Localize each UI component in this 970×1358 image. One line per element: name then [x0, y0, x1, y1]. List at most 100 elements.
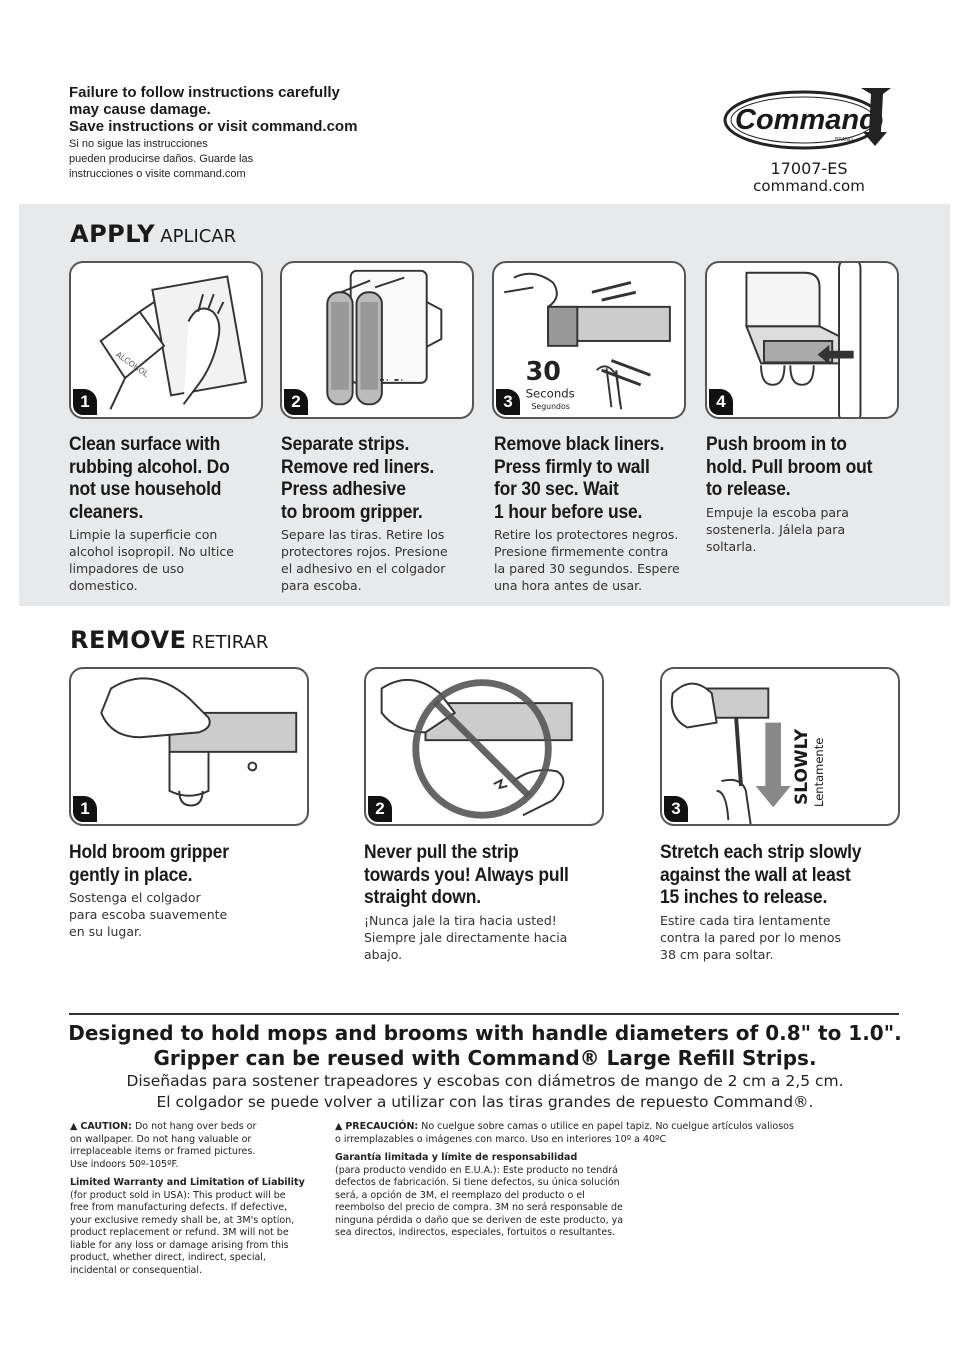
- step-instruction-en: Push broom in to hold. Pull broom out to…: [706, 434, 890, 502]
- instruction-line: cleaners.: [69, 501, 144, 523]
- remove-step-2-text: Never pull the strip towards you! Always…: [364, 842, 614, 963]
- slowly-label: SLOWLY: [792, 728, 812, 805]
- step-number-badge: 3: [664, 796, 688, 822]
- step-instruction-es: Estire cada tira lentamente contra la pa…: [660, 912, 910, 963]
- logo-wordmark: Command: [735, 104, 878, 136]
- down-arrow-icon: [755, 722, 791, 808]
- header: Failure to follow instructions carefully…: [69, 84, 899, 204]
- broom-gripper-icon: [745, 263, 862, 417]
- apply-title: APPLY APLICAR: [70, 220, 236, 248]
- step-number-badge: 3: [496, 389, 520, 415]
- warning-english: Failure to follow instructions carefully…: [69, 84, 899, 135]
- remove-title-en: REMOVE: [70, 626, 187, 654]
- apply-step-1-text: Clean surface with rubbing alcohol. Do n…: [69, 434, 269, 594]
- garantia-block: Garantía limitada y límite de responsabi…: [335, 1152, 855, 1240]
- instruction-line: gently in place.: [69, 864, 193, 886]
- step-instruction-en: Separate strips. Remove red liners. Pres…: [281, 434, 465, 524]
- instruction-line-es: Retire los protectores negros.: [494, 527, 679, 542]
- push-arrow-icon: [817, 344, 854, 365]
- brand-block: Command BRAND 17007-ES command.com: [719, 84, 899, 195]
- step-number-badge: 2: [284, 389, 308, 415]
- precaucion-label: PRECAUCIÓN:: [345, 1121, 419, 1132]
- fine-line: product replacement or refund. 3M will n…: [70, 1227, 289, 1238]
- instruction-line: against the wall at least: [660, 864, 851, 886]
- instruction-line: Stretch each strip slowly: [660, 842, 862, 863]
- instruction-line-es: domestico.: [69, 578, 138, 593]
- warning-line: Failure to follow instructions carefully: [69, 84, 340, 101]
- instruction-line: Remove red liners.: [281, 456, 435, 478]
- instruction-line-es: Presione firmemente contra: [494, 544, 669, 559]
- step-instruction-en: Remove black liners. Press firmly to wal…: [494, 434, 683, 524]
- hook-icon: [861, 88, 891, 146]
- instruction-line: Clean surface with: [69, 434, 221, 455]
- step-number-badge: 4: [709, 389, 733, 415]
- instruction-line: towards you! Always pull: [364, 864, 569, 886]
- hold-gripper-icon: [100, 677, 298, 807]
- instruction-line: not use household: [69, 479, 222, 500]
- warning-triangle-icon: ▲: [335, 1121, 343, 1132]
- website: command.com: [753, 177, 865, 195]
- alcohol-wipe-icon: ALCOHOL: [99, 275, 247, 410]
- fine-line: (for product sold in USA): This product …: [70, 1189, 286, 1201]
- fine-line: free from manufacturing defects. If defe…: [70, 1202, 288, 1213]
- instruction-line-es: protectores rojos. Presione: [281, 544, 448, 559]
- instruction-line-es: soltarla.: [706, 538, 757, 554]
- instruction-line-es: una hora antes de usar.: [494, 578, 643, 593]
- fine-line: Use indoors 50º-105ºF.: [70, 1158, 179, 1170]
- instruction-line-es: ¡Nunca jale la tira hacia usted!: [364, 912, 557, 928]
- fine-print-spanish: ▲ PRECAUCIÓN: No cuelgue sobre camas o u…: [335, 1121, 855, 1240]
- apply-step-3-illustration: 30 Seconds Segundos 3: [492, 261, 686, 419]
- step-instruction-en: Clean surface with rubbing alcohol. Do n…: [69, 434, 253, 524]
- fine-line: será, a opción de 3M, el reemplazo del p…: [335, 1189, 585, 1201]
- garantia-label: Garantía limitada y límite de responsabi…: [335, 1152, 578, 1163]
- instruction-line: Separate strips.: [281, 434, 410, 455]
- do-not-pull-icon: [380, 678, 573, 819]
- apply-step-2-text: Separate strips. Remove red liners. Pres…: [281, 434, 481, 594]
- instruction-line-es: en su lugar.: [69, 924, 142, 939]
- step-instruction-es: Sostenga el colgador para escoba suaveme…: [69, 889, 309, 940]
- remove-step-2-illustration: 2: [364, 667, 604, 826]
- step-instruction-es: ¡Nunca jale la tira hacia usted! Siempre…: [364, 912, 614, 963]
- remove-step-3-text: Stretch each strip slowly against the wa…: [660, 842, 910, 963]
- capacity-line-es: El colgador se puede volver a utilizar c…: [156, 1093, 814, 1111]
- step-instruction-es: Retire los protectores negros. Presione …: [494, 526, 699, 594]
- instruction-line: for 30 sec. Wait: [494, 479, 619, 500]
- instruction-line: 15 inches to release.: [660, 887, 828, 908]
- warranty-label: Limited Warranty and Limitation of Liabi…: [70, 1177, 305, 1188]
- instruction-line-es: contra la pared por lo menos: [660, 929, 842, 945]
- precaucion-block: ▲ PRECAUCIÓN: No cuelgue sobre camas o u…: [335, 1121, 855, 1146]
- fine-line: o irremplazables o imágenes con marco. U…: [335, 1133, 667, 1145]
- instruction-line-es: para escoba suavemente: [69, 907, 228, 922]
- remove-title: REMOVE RETIRAR: [70, 626, 268, 654]
- instruction-line: to release.: [706, 479, 791, 500]
- capacity-line-es: Diseñadas para sostener trapeadores y es…: [126, 1072, 844, 1090]
- step-number-badge: 1: [73, 796, 97, 822]
- model-number: 17007-ES: [770, 159, 848, 178]
- instruction-line: to broom gripper.: [281, 501, 423, 523]
- instruction-line: hold. Pull broom out: [706, 456, 873, 478]
- step-number-badge: 1: [73, 389, 97, 415]
- section-divider: [69, 1013, 899, 1015]
- timer-seconds: Seconds: [526, 387, 575, 401]
- instruction-line-es: 38 cm para soltar.: [660, 946, 774, 962]
- step-instruction-es: Separe las tiras. Retire los protectores…: [281, 526, 481, 594]
- instruction-line-es: Estire cada tira lentamente: [660, 912, 831, 928]
- instruction-line-es: alcohol isopropil. No ultice: [69, 544, 234, 559]
- slowly-label-es: Lentamente: [812, 737, 826, 807]
- capacity-statement: Designed to hold mops and brooms with ha…: [30, 1021, 940, 1113]
- instruction-line-es: abajo.: [364, 946, 403, 962]
- fine-line: (para producto vendido en E.U.A.): Este …: [335, 1164, 618, 1176]
- capacity-line: Gripper can be reused with Command® Larg…: [153, 1046, 817, 1070]
- fine-line: product, whether direct, indirect, speci…: [70, 1252, 266, 1263]
- instruction-line: Hold broom gripper: [69, 842, 229, 863]
- apply-step-1-illustration: ALCOHOL 1: [69, 261, 263, 419]
- remove-title-es: RETIRAR: [191, 632, 269, 653]
- fine-line: on wallpaper. Do not hang valuable or: [70, 1133, 252, 1145]
- fine-line: sea directos, indirectos, especiales, fo…: [335, 1227, 616, 1238]
- instruction-line: rubbing alcohol. Do: [69, 456, 230, 478]
- fine-line: liable for any loss or damage arising fr…: [70, 1239, 289, 1251]
- stretch-strip-icon: [670, 682, 791, 824]
- fine-line: reembolso del precio de compra. 3M no se…: [335, 1202, 623, 1213]
- apply-step-4-illustration: 4: [705, 261, 899, 419]
- instruction-line: Remove black liners.: [494, 434, 665, 455]
